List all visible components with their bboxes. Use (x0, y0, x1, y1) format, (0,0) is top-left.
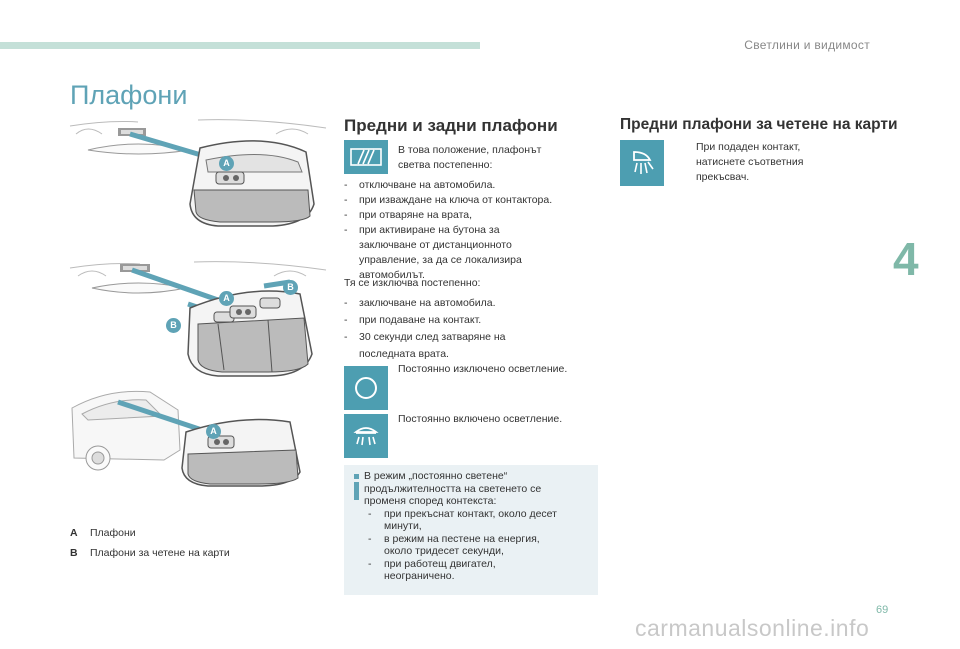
callout-a-3: A (206, 424, 221, 439)
dome-light-on-icon (344, 414, 388, 458)
info-text: В режим „постоянно светене“ продължителн… (364, 470, 557, 583)
header-bar (0, 42, 480, 49)
off-intro: Тя се изключва постепенно: (344, 277, 481, 289)
list-item: при работещ двигател, неограничено. (364, 558, 557, 583)
door-courtesy-light-icon (344, 140, 388, 174)
list-item: при прекъснат контакт, около десет минут… (364, 508, 557, 533)
front-rear-heading: Предни и задни плафони (344, 116, 558, 135)
page-number: 69 (876, 604, 889, 616)
info-list: при прекъснат контакт, около десет минут… (364, 508, 557, 583)
chapter-number: 4 (893, 233, 919, 285)
rear-light-illustration (71, 390, 301, 487)
legend-row-a: A Плафони (70, 527, 230, 547)
section-title: Светлини и видимост (744, 38, 870, 52)
callout-b-right: B (283, 280, 298, 295)
map-light-illustration (69, 261, 327, 377)
page-heading: Плафони (70, 80, 188, 110)
info-box: В режим „постоянно светене“ продължителн… (344, 465, 598, 595)
map-lights-bullet: При подаден контакт, натиснете съответни… (696, 141, 804, 183)
info-icon (354, 474, 359, 500)
legend-key: B (70, 547, 78, 559)
list-item: при отваряне на врата, (344, 208, 552, 223)
legend-text: Плафони (90, 527, 136, 539)
map-reading-light-icon (620, 140, 664, 186)
watermark: carmanualsonline.info (635, 615, 870, 641)
list-item: отключване на автомобила. (344, 178, 552, 193)
legend: A Плафони B Плафони за четене на карти (70, 527, 230, 567)
circle-off-icon (344, 366, 388, 410)
callout-b-left: B (166, 318, 181, 333)
list-item: 30 секунди след затваряне на последната … (344, 329, 506, 363)
list-item: при изваждане на ключа от контактора. (344, 193, 552, 208)
legend-text: Плафони за четене на карти (90, 547, 230, 559)
map-lights-heading: Предни плафони за четене на карти (620, 116, 898, 133)
off-text: Постоянно изключено осветление. (398, 363, 568, 375)
list-item: заключване на автомобила. (344, 295, 506, 312)
legend-row-b: B Плафони за четене на карти (70, 547, 230, 567)
on-conditions-list: отключване на автомобила. при изваждане … (344, 178, 552, 283)
auto-mode-text: В това положение, плафонът светва постеп… (398, 144, 542, 171)
legend-key: A (70, 527, 78, 539)
dome-light-illustration (69, 119, 327, 227)
off-conditions-list: заключване на автомобила. при подаване н… (344, 295, 506, 363)
list-item: при подаване на контакт. (344, 312, 506, 329)
callout-a-2: A (219, 291, 234, 306)
on-text: Постоянно включено осветление. (398, 413, 563, 425)
callout-a: A (219, 156, 234, 171)
list-item: в режим на пестене на енергия, около три… (364, 533, 557, 558)
list-item: при активиране на бутона за заключване о… (344, 223, 552, 283)
